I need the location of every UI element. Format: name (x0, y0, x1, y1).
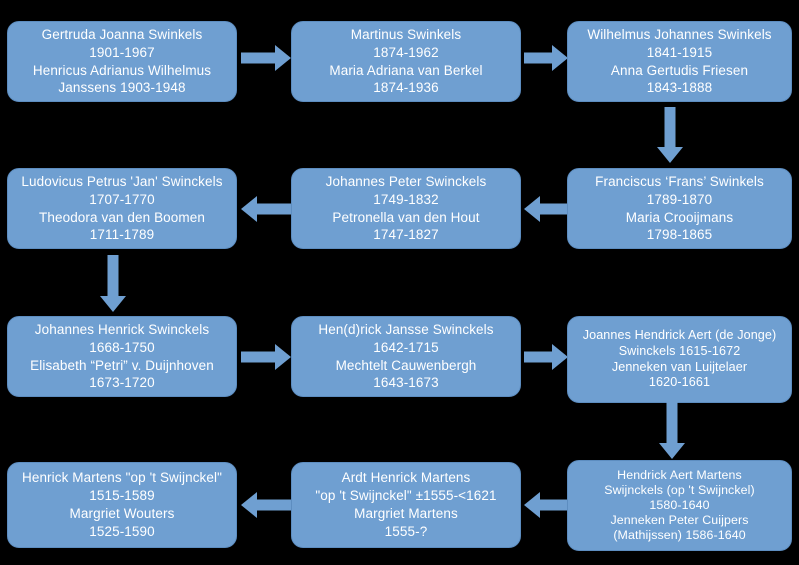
connector-gen2-to-gen3 (524, 45, 568, 71)
node-line: 1580-1640 (649, 497, 710, 512)
node-line: Margriet Martens (354, 506, 458, 521)
node-line: Maria Adriana van Berkel (329, 62, 483, 78)
arrow-shaft (257, 203, 291, 215)
connector-gen8-to-gen9 (524, 344, 568, 370)
node-line: Maria Crooijmans (625, 209, 734, 225)
connector-gen10-to-gen11 (524, 492, 568, 518)
arrow-head-left-icon (524, 492, 540, 518)
person-node-gen9[interactable]: Joannes Hendrick Aert (de Jonge) Swincke… (567, 316, 792, 403)
connector-gen1-to-gen2 (241, 45, 291, 71)
node-line: 1642-1715 (373, 339, 439, 355)
arrow-shaft (666, 402, 678, 443)
person-node-gen1[interactable]: Gertruda Joanna Swinkels 1901-1967 Henri… (7, 21, 237, 102)
arrow-head-left-icon (241, 492, 257, 518)
node-line: Janssens 1903-1948 (58, 80, 186, 96)
arrow-shaft (257, 499, 291, 511)
person-node-gen7[interactable]: Johannes Henrick Swinckels 1668-1750 Eli… (7, 316, 237, 397)
node-line: Franciscus ‘Frans’ Swinkels (595, 173, 764, 189)
node-line: Ardt Henrick Martens (341, 470, 471, 486)
arrow-shaft (664, 107, 676, 147)
node-line: Anna Gertudis Friesen (610, 62, 749, 78)
person-node-gen5[interactable]: Johannes Peter Swinckels 1749-1832 Petro… (291, 168, 521, 249)
arrow-shaft (241, 351, 275, 363)
person-node-gen2[interactable]: Martinus Swinkels 1874-1962 Maria Adrian… (291, 21, 521, 102)
arrow-head-right-icon (552, 45, 568, 71)
arrow-shaft (540, 203, 568, 215)
node-line: "op 't Swijnckel" ±1555-<1621 (315, 488, 497, 504)
node-line: 1843-1888 (646, 80, 713, 96)
node-line: Jenneken van Luijtelaer (611, 359, 748, 374)
arrow-shaft (524, 52, 552, 64)
arrow-head-right-icon (275, 45, 291, 71)
person-node-gen12[interactable]: Henrick Martens "op 't Swijnckel" 1515-1… (7, 462, 237, 548)
node-line: 1789-1870 (646, 191, 713, 207)
arrow-head-down-icon (657, 147, 683, 163)
arrow-shaft (241, 52, 275, 64)
arrow-head-right-icon (275, 344, 291, 370)
person-node-gen8[interactable]: Hen(d)rick Jansse Swinckels 1642-1715 Me… (291, 316, 521, 397)
person-node-gen3[interactable]: Wilhelmus Johannes Swinkels 1841-1915 An… (567, 21, 792, 102)
connector-gen3-to-gen4 (657, 107, 683, 163)
node-line: Martinus Swinkels (350, 26, 462, 42)
arrow-shaft (524, 351, 552, 363)
node-line: Hen(d)rick Jansse Swinckels (318, 321, 494, 337)
node-line: Margriet Wouters (69, 506, 175, 521)
person-node-gen6[interactable]: Ludovicus Petrus 'Jan' Swinckels 1707-17… (7, 168, 237, 249)
node-line: Swinckels 1615-1672 (618, 343, 741, 358)
arrow-head-right-icon (552, 344, 568, 370)
connector-gen11-to-gen12 (241, 492, 291, 518)
node-line: 1668-1750 (89, 339, 155, 355)
connector-gen4-to-gen5 (524, 196, 568, 222)
node-line: Swijnckels (op 't Swijnckel) (604, 482, 755, 497)
connector-gen5-to-gen6 (241, 196, 291, 222)
arrow-shaft (540, 499, 568, 511)
node-line: (Mathijssen) 1586-1640 (613, 528, 746, 543)
node-line: Mechtelt Cauwenbergh (335, 357, 477, 373)
node-line: Hendrick Aert Martens (617, 467, 742, 482)
node-line: Theodora van den Boomen (39, 209, 205, 225)
connector-gen7-to-gen8 (241, 344, 291, 370)
node-line: 1620-1661 (648, 375, 711, 390)
person-node-gen11[interactable]: Ardt Henrick Martens "op 't Swijnckel" ±… (291, 462, 521, 548)
node-line: Jenneken Peter Cuijpers (610, 513, 749, 528)
arrow-head-down-icon (100, 296, 126, 312)
node-line: Henricus Adrianus Wilhelmus (32, 62, 212, 78)
arrow-shaft (107, 255, 119, 296)
person-node-gen10[interactable]: Hendrick Aert Martens Swijnckels (op 't … (567, 460, 792, 551)
arrow-head-left-icon (524, 196, 540, 222)
node-line: 1749-1832 (373, 191, 439, 207)
node-line: 1555-? (384, 523, 428, 539)
node-line: Joannes Hendrick Aert (de Jonge) (582, 327, 777, 342)
node-line: 1673-1720 (89, 375, 155, 391)
node-line: Petronella van den Hout (332, 209, 480, 225)
connector-gen9-to-gen10 (659, 402, 685, 459)
arrow-head-down-icon (659, 443, 685, 459)
person-node-gen4[interactable]: Franciscus ‘Frans’ Swinkels 1789-1870 Ma… (567, 168, 792, 249)
node-line: 1901-1967 (89, 44, 155, 60)
node-line: 1711-1789 (89, 227, 155, 243)
node-line: 1874-1962 (373, 44, 439, 60)
node-line: Johannes Peter Swinckels (325, 173, 487, 189)
node-line: 1798-1865 (646, 227, 713, 243)
node-line: Ludovicus Petrus 'Jan' Swinckels (21, 173, 223, 189)
connector-gen6-to-gen7 (100, 255, 126, 312)
node-line: 1841-1915 (646, 44, 713, 60)
node-line: 1874-1936 (373, 80, 439, 96)
node-line: 1525-1590 (89, 523, 155, 539)
node-line: Wilhelmus Johannes Swinkels (587, 26, 772, 42)
node-line: 1643-1673 (373, 375, 439, 391)
arrow-head-left-icon (241, 196, 257, 222)
node-line: 1515-1589 (89, 488, 155, 504)
node-line: 1707-1770 (89, 191, 155, 207)
node-line: Johannes Henrick Swinckels (34, 321, 210, 337)
node-line: 1747-1827 (373, 227, 439, 243)
node-line: Henrick Martens "op 't Swijnckel" (21, 470, 223, 486)
node-line: Elisabeth “Petri” v. Duijnhoven (30, 357, 214, 373)
node-line: Gertruda Joanna Swinkels (41, 26, 203, 42)
